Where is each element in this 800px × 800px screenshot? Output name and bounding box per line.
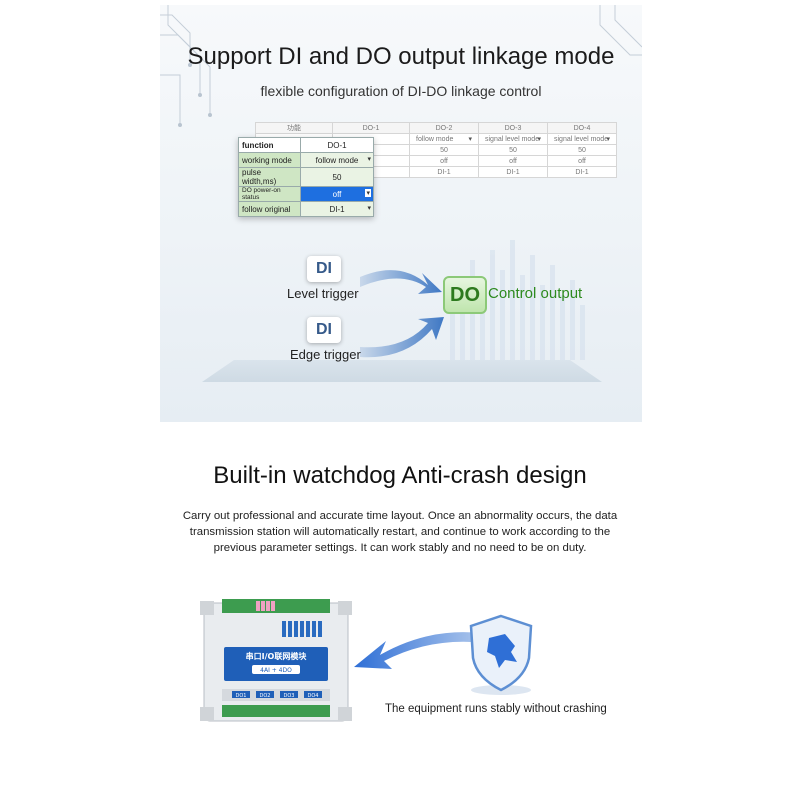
control-output-label: Control output [488, 285, 583, 302]
do1-header: DO-1 [300, 137, 374, 153]
do-chip: DO [443, 276, 487, 314]
level-trigger-label: Level trigger [287, 286, 359, 301]
device-output-label: DO3 [284, 693, 295, 699]
dropdown-arrow-icon: ▾ [365, 189, 371, 197]
shield-icon [469, 614, 533, 695]
watchdog-description: Carry out professional and accurate time… [182, 510, 618, 554]
signal-bars-decoration [450, 240, 585, 360]
power-on-status-label: DO power-on status [238, 186, 301, 202]
circuit-decoration [160, 5, 642, 127]
device-output-label: DO2 [260, 693, 271, 699]
device-output-label: DO1 [236, 693, 247, 699]
edge-trigger-label: Edge trigger [290, 347, 361, 362]
follow-original-label: follow original [238, 201, 301, 217]
mode-select[interactable]: signal level mode [554, 135, 610, 143]
linkage-panel: Support DI and DO output linkage mode fl… [160, 5, 642, 422]
dropdown-arrow-icon: ▾ [367, 156, 371, 163]
panel-subtitle: flexible configuration of DI-DO linkage … [260, 83, 542, 99]
mode-select[interactable]: signal level mode [485, 135, 541, 143]
follow-cell[interactable]: DI-1 [547, 166, 617, 178]
panel-title: Support DI and DO output linkage mode [187, 43, 615, 70]
watchdog-title: Built-in watchdog Anti-crash design [213, 462, 587, 489]
do1-config-table: function DO-1 working mode follow mode▾ … [238, 137, 374, 217]
di-edge-chip: DI [307, 317, 341, 343]
trigger-arrows [360, 270, 444, 358]
io-module-device: 串口I/O联网模块 4AI + 4DO DO1 DO2 DO3 DO4 [200, 599, 352, 722]
function-header: function [238, 137, 301, 153]
dropdown-arrow-icon: ▾ [367, 205, 371, 212]
device-model: 4AI + 4DO [260, 667, 292, 674]
working-mode-select[interactable]: follow mode▾ [300, 152, 374, 168]
follow-cell[interactable]: DI-1 [409, 166, 479, 178]
mode-select[interactable]: follow mode [416, 135, 472, 143]
platform-floor [202, 360, 602, 382]
device-output-label: DO4 [308, 693, 319, 699]
di-level-chip: DI [307, 256, 341, 282]
stable-operation-caption: The equipment runs stably without crashi… [385, 703, 607, 715]
device-name: 串口I/O联网模块 [246, 651, 308, 661]
follow-original-select[interactable]: DI-1▾ [300, 201, 374, 217]
